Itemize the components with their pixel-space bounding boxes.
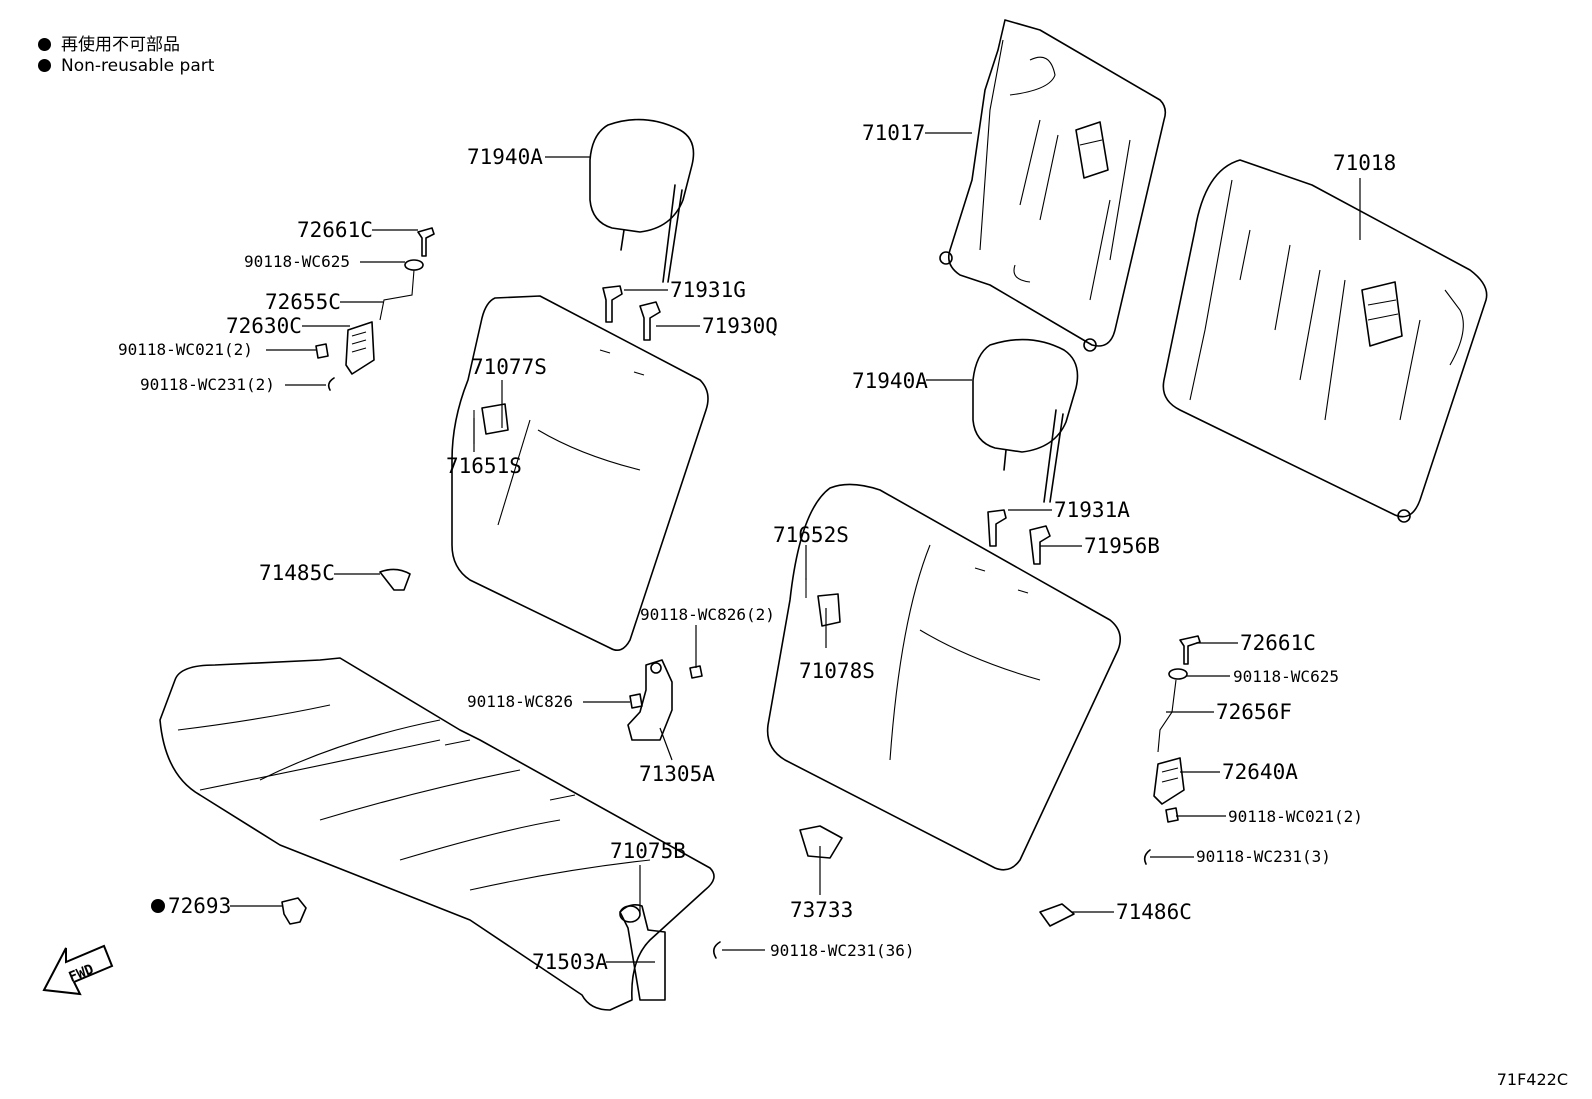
left-hinge-drawing: [627, 659, 703, 741]
right-seatback-drawing: [766, 483, 1121, 871]
clip-72693-drawing: [281, 897, 307, 925]
legend-japanese: 再使用不可部品: [38, 30, 180, 55]
label-72640a: 72640A: [1222, 760, 1298, 784]
label-71652s: 71652S: [773, 523, 849, 547]
legend-english: Non-reusable part: [38, 56, 214, 76]
legend-japanese-text: 再使用不可部品: [61, 35, 180, 55]
label-72661c-left: 72661C: [297, 218, 373, 242]
frame-71017-drawing: [939, 19, 1167, 352]
label-90118-wc021-right: 90118-WC021(2): [1228, 807, 1363, 826]
bullet-icon: [38, 38, 51, 51]
part-labels: 71940A 72661C 90118-WC625 72655C 72630C …: [118, 121, 1396, 974]
bullet-icon: [38, 59, 51, 72]
label-72661c-right: 72661C: [1240, 631, 1316, 655]
label-72656f: 72656F: [1216, 700, 1292, 724]
right-lock-drawing: [1143, 635, 1201, 865]
left-guide-drawing: [602, 285, 661, 341]
label-71017: 71017: [862, 121, 925, 145]
label-72630c: 72630C: [226, 314, 302, 338]
label-71940a-right: 71940A: [852, 369, 928, 393]
label-90118-wc231-3: 90118-WC231(3): [1196, 847, 1331, 866]
fwd-arrow-icon: FWD: [42, 944, 114, 996]
label-71485c: 71485C: [259, 561, 335, 585]
seat-cushion-drawing: [159, 657, 715, 1011]
frame-71018-drawing: [1162, 159, 1488, 523]
label-71075b: 71075B: [610, 839, 686, 863]
label-71486c: 71486C: [1116, 900, 1192, 924]
label-71503a: 71503A: [532, 950, 608, 974]
cap-71486c-drawing: [1039, 903, 1075, 927]
legend-english-text: Non-reusable part: [61, 56, 215, 76]
label-90118-wc826: 90118-WC826: [467, 692, 573, 711]
right-headrest-drawing: [972, 338, 1079, 503]
label-71651s: 71651S: [446, 454, 522, 478]
non-reusable-marker-icon: [151, 899, 165, 913]
label-71018: 71018: [1333, 151, 1396, 175]
label-90118-wc021-left: 90118-WC021(2): [118, 340, 253, 359]
label-71956b: 71956B: [1084, 534, 1160, 558]
label-71078s: 71078S: [799, 659, 875, 683]
label-72655c: 72655C: [265, 290, 341, 314]
label-90118-wc826-2: 90118-WC826(2): [640, 605, 775, 624]
label-72693: 72693: [168, 894, 231, 918]
label-71931a: 71931A: [1054, 498, 1130, 522]
label-90118-wc625-left: 90118-WC625: [244, 252, 350, 271]
right-guide-drawing: [987, 509, 1051, 565]
label-90118-wc231-36: 90118-WC231(36): [770, 941, 915, 960]
label-90118-wc231-2: 90118-WC231(2): [140, 375, 275, 394]
bracket-73733-drawing: [799, 825, 843, 859]
label-71931g: 71931G: [670, 278, 746, 302]
left-lock-drawing: [315, 227, 435, 391]
label-71305a: 71305A: [639, 762, 715, 786]
diagram-code: 71F422C: [1496, 1070, 1568, 1089]
label-71077s: 71077S: [471, 355, 547, 379]
left-headrest-drawing: [589, 118, 695, 283]
hog-ring-drawing: [712, 941, 721, 959]
cap-71485c-drawing: [379, 568, 411, 591]
label-71930q: 71930Q: [702, 314, 778, 338]
label-90118-wc625-right: 90118-WC625: [1233, 667, 1339, 686]
label-73733: 73733: [790, 898, 853, 922]
label-71940a-left: 71940A: [467, 145, 543, 169]
leader-lines: [230, 132, 1361, 963]
